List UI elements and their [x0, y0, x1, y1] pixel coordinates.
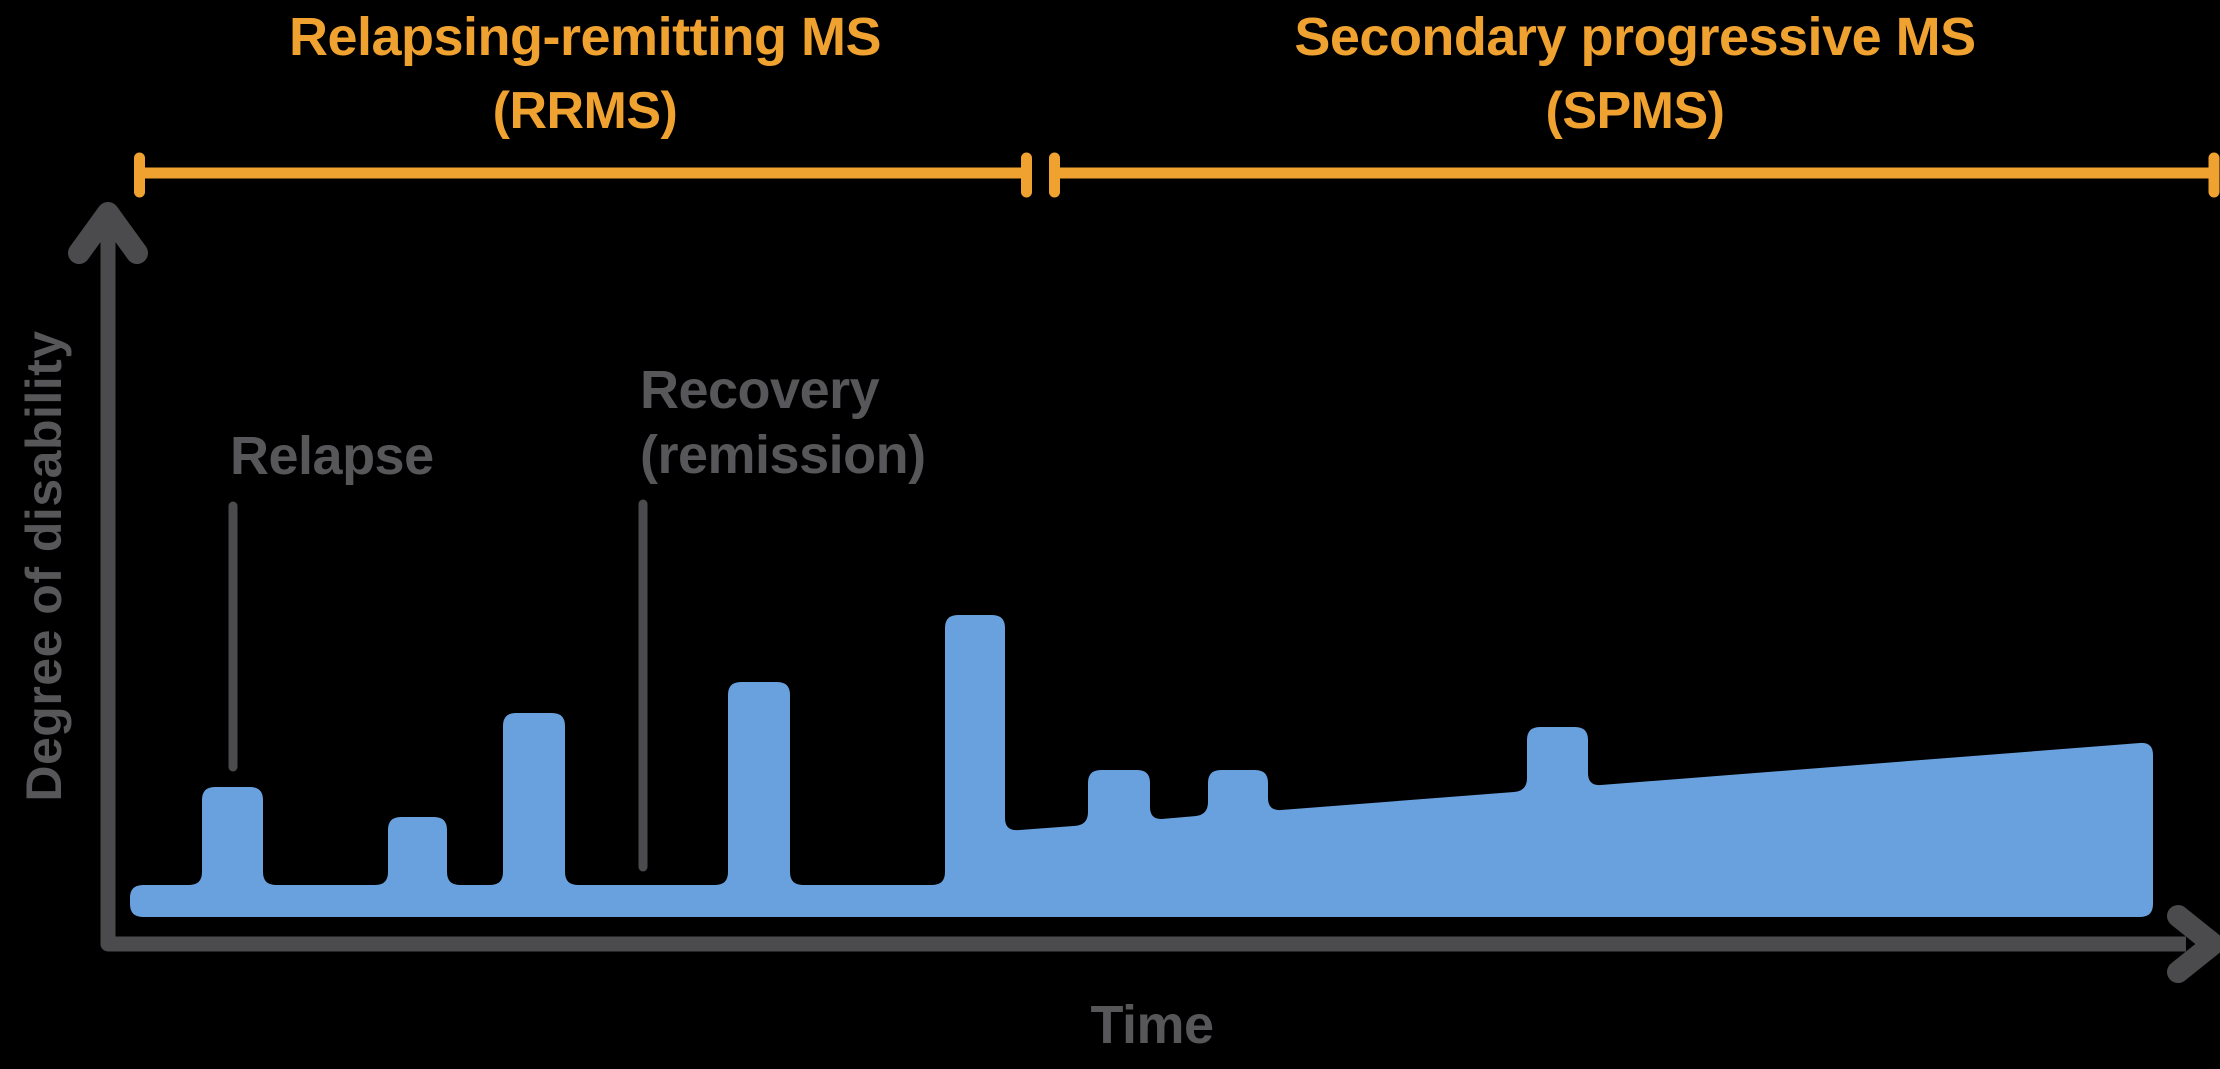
recovery-label-line1: Recovery	[640, 360, 880, 420]
rrms-title: Relapsing-remitting MS	[288, 7, 882, 67]
spms-subtitle: (SPMS)	[1545, 82, 1726, 141]
spms-title: Secondary progressive MS	[1294, 7, 1976, 67]
spms-phase-heading: Secondary progressive MS (SPMS)	[1054, 7, 2216, 141]
x-axis-label: Time	[1090, 995, 1214, 1055]
relapse-label: Relapse	[230, 426, 434, 486]
rrms-phase-heading: Relapsing-remitting MS (RRMS)	[140, 7, 1030, 141]
spms-bracket	[1049, 152, 2220, 198]
y-axis-arrowhead-icon	[68, 202, 148, 264]
rrms-bracket	[134, 152, 1032, 198]
y-axis-label: Degree of disability	[16, 330, 72, 802]
recovery-label: Recovery (remission)	[640, 358, 926, 488]
disability-area	[130, 615, 2153, 917]
x-axis-arrowhead-icon	[2167, 905, 2220, 983]
rrms-subtitle: (RRMS)	[492, 82, 678, 141]
axes-lines	[100, 216, 2186, 952]
recovery-label-line2: (remission)	[640, 424, 926, 485]
